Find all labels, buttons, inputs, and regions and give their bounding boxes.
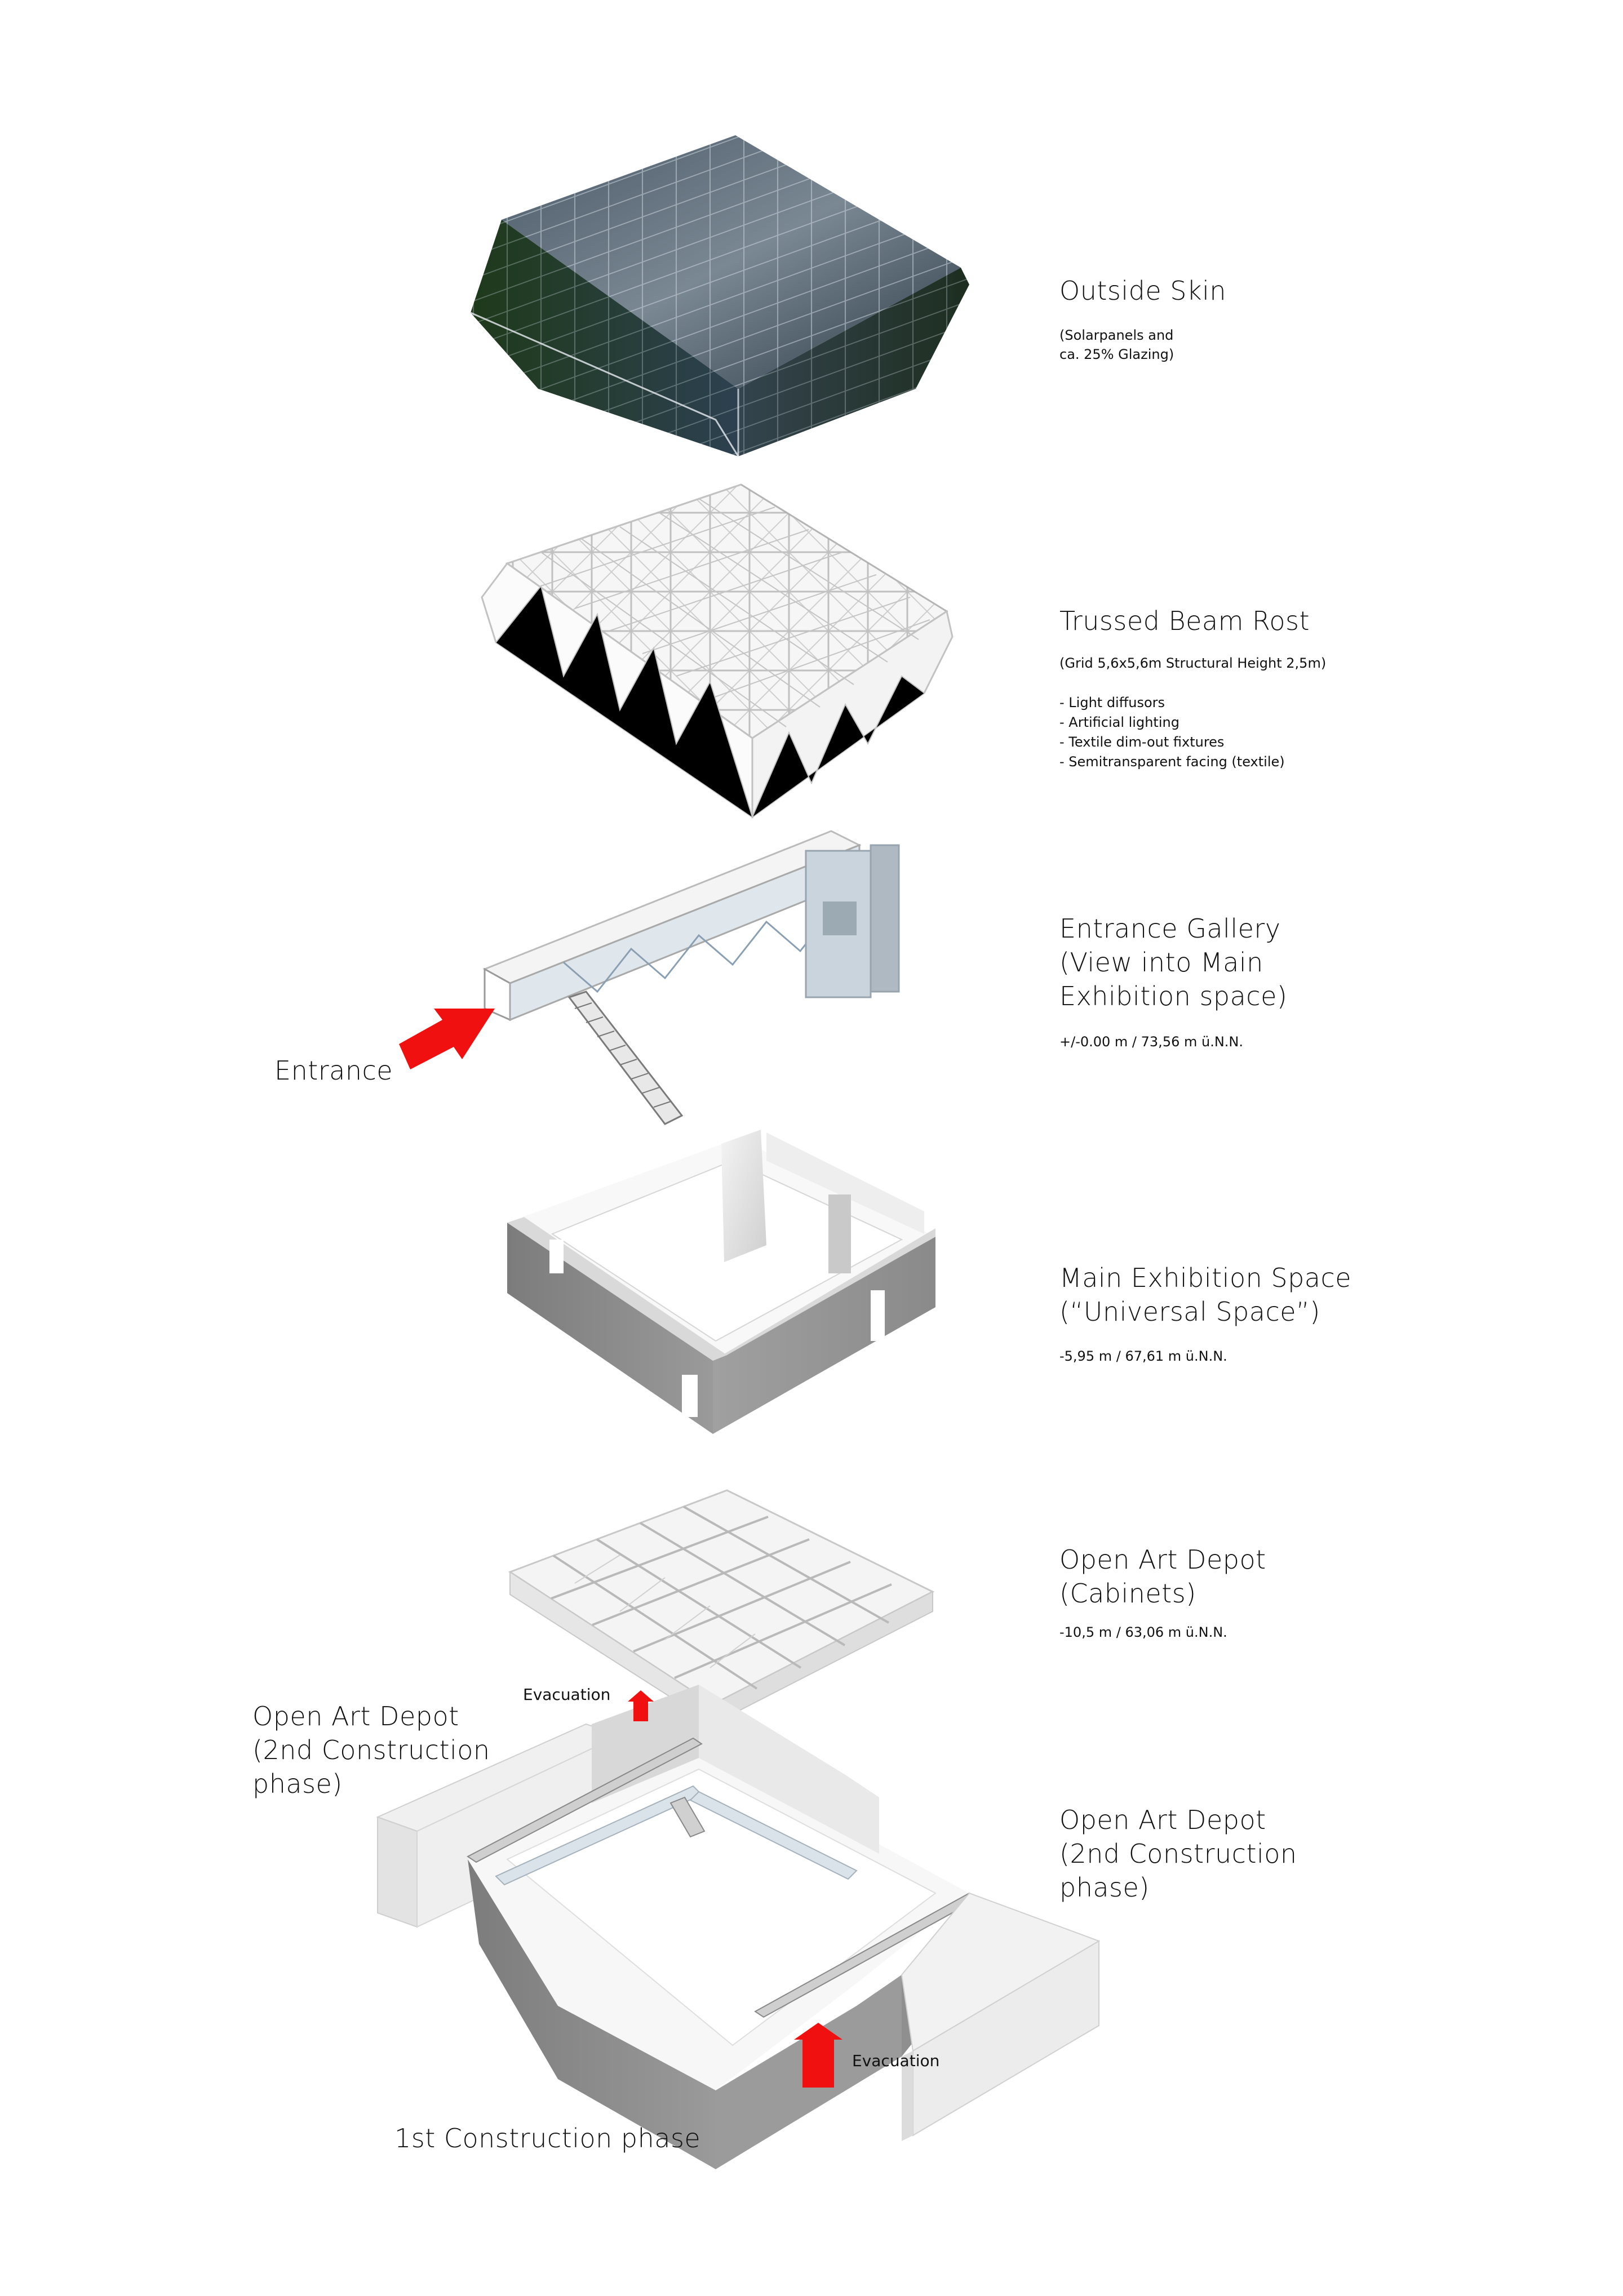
depot-2nd-phase-left-label: Open Art Depot (2nd Construction phase) [252,1701,490,1799]
open-art-depot-cabinets-model [508,1489,935,1725]
evacuation-label-top: Evacuation [523,1685,611,1704]
open-art-depot-title: Open Art Depot (Cabinets) [1059,1544,1266,1609]
trussed-beam-item: - Artificial lighting [1059,714,1179,730]
entrance-gallery-model [482,830,900,1125]
main-exhibition-level: -5,95 m / 67,61 m ü.N.N. [1059,1348,1227,1364]
first-construction-phase-label: 1st Construction phase [394,2123,701,2153]
trussed-beam-title: Trussed Beam Rost [1059,606,1310,636]
evacuation-label-bottom: Evacuation [852,2051,940,2070]
construction-phases-model [376,1685,1101,2169]
outside-skin-title: Outside Skin [1059,276,1227,306]
trussed-beam-note: (Grid 5,6x5,6m Structural Height 2,5m) [1059,655,1327,671]
open-art-depot-level: -10,5 m / 63,06 m ü.N.N. [1059,1624,1227,1640]
evacuation-arrow-top [628,1690,654,1721]
evacuation-arrow-bottom [794,2023,842,2088]
outside-skin-model [470,135,969,457]
depot-2nd-phase-right-label: Open Art Depot (2nd Construction phase) [1059,1805,1297,1903]
entrance-gallery-level: +/-0.00 m / 73,56 m ü.N.N. [1059,1034,1243,1050]
outside-skin-note: (Solarpanels and ca. 25% Glazing) [1059,327,1174,362]
entrance-gallery-title: Entrance Gallery (View into Main Exhibit… [1059,913,1288,1011]
main-exhibition-space-model [507,1130,935,1434]
entrance-label: Entrance [274,1055,393,1086]
trussed-beam-rost-model [481,483,954,819]
trussed-beam-item: - Semitransparent facing (textile) [1059,754,1285,770]
main-exhibition-title: Main Exhibition Space (“Universal Space”… [1059,1263,1352,1327]
trussed-beam-item: - Textile dim-out fixtures [1059,734,1225,750]
entrance-arrow [399,1009,495,1069]
trussed-beam-item: - Light diffusors [1059,695,1165,710]
